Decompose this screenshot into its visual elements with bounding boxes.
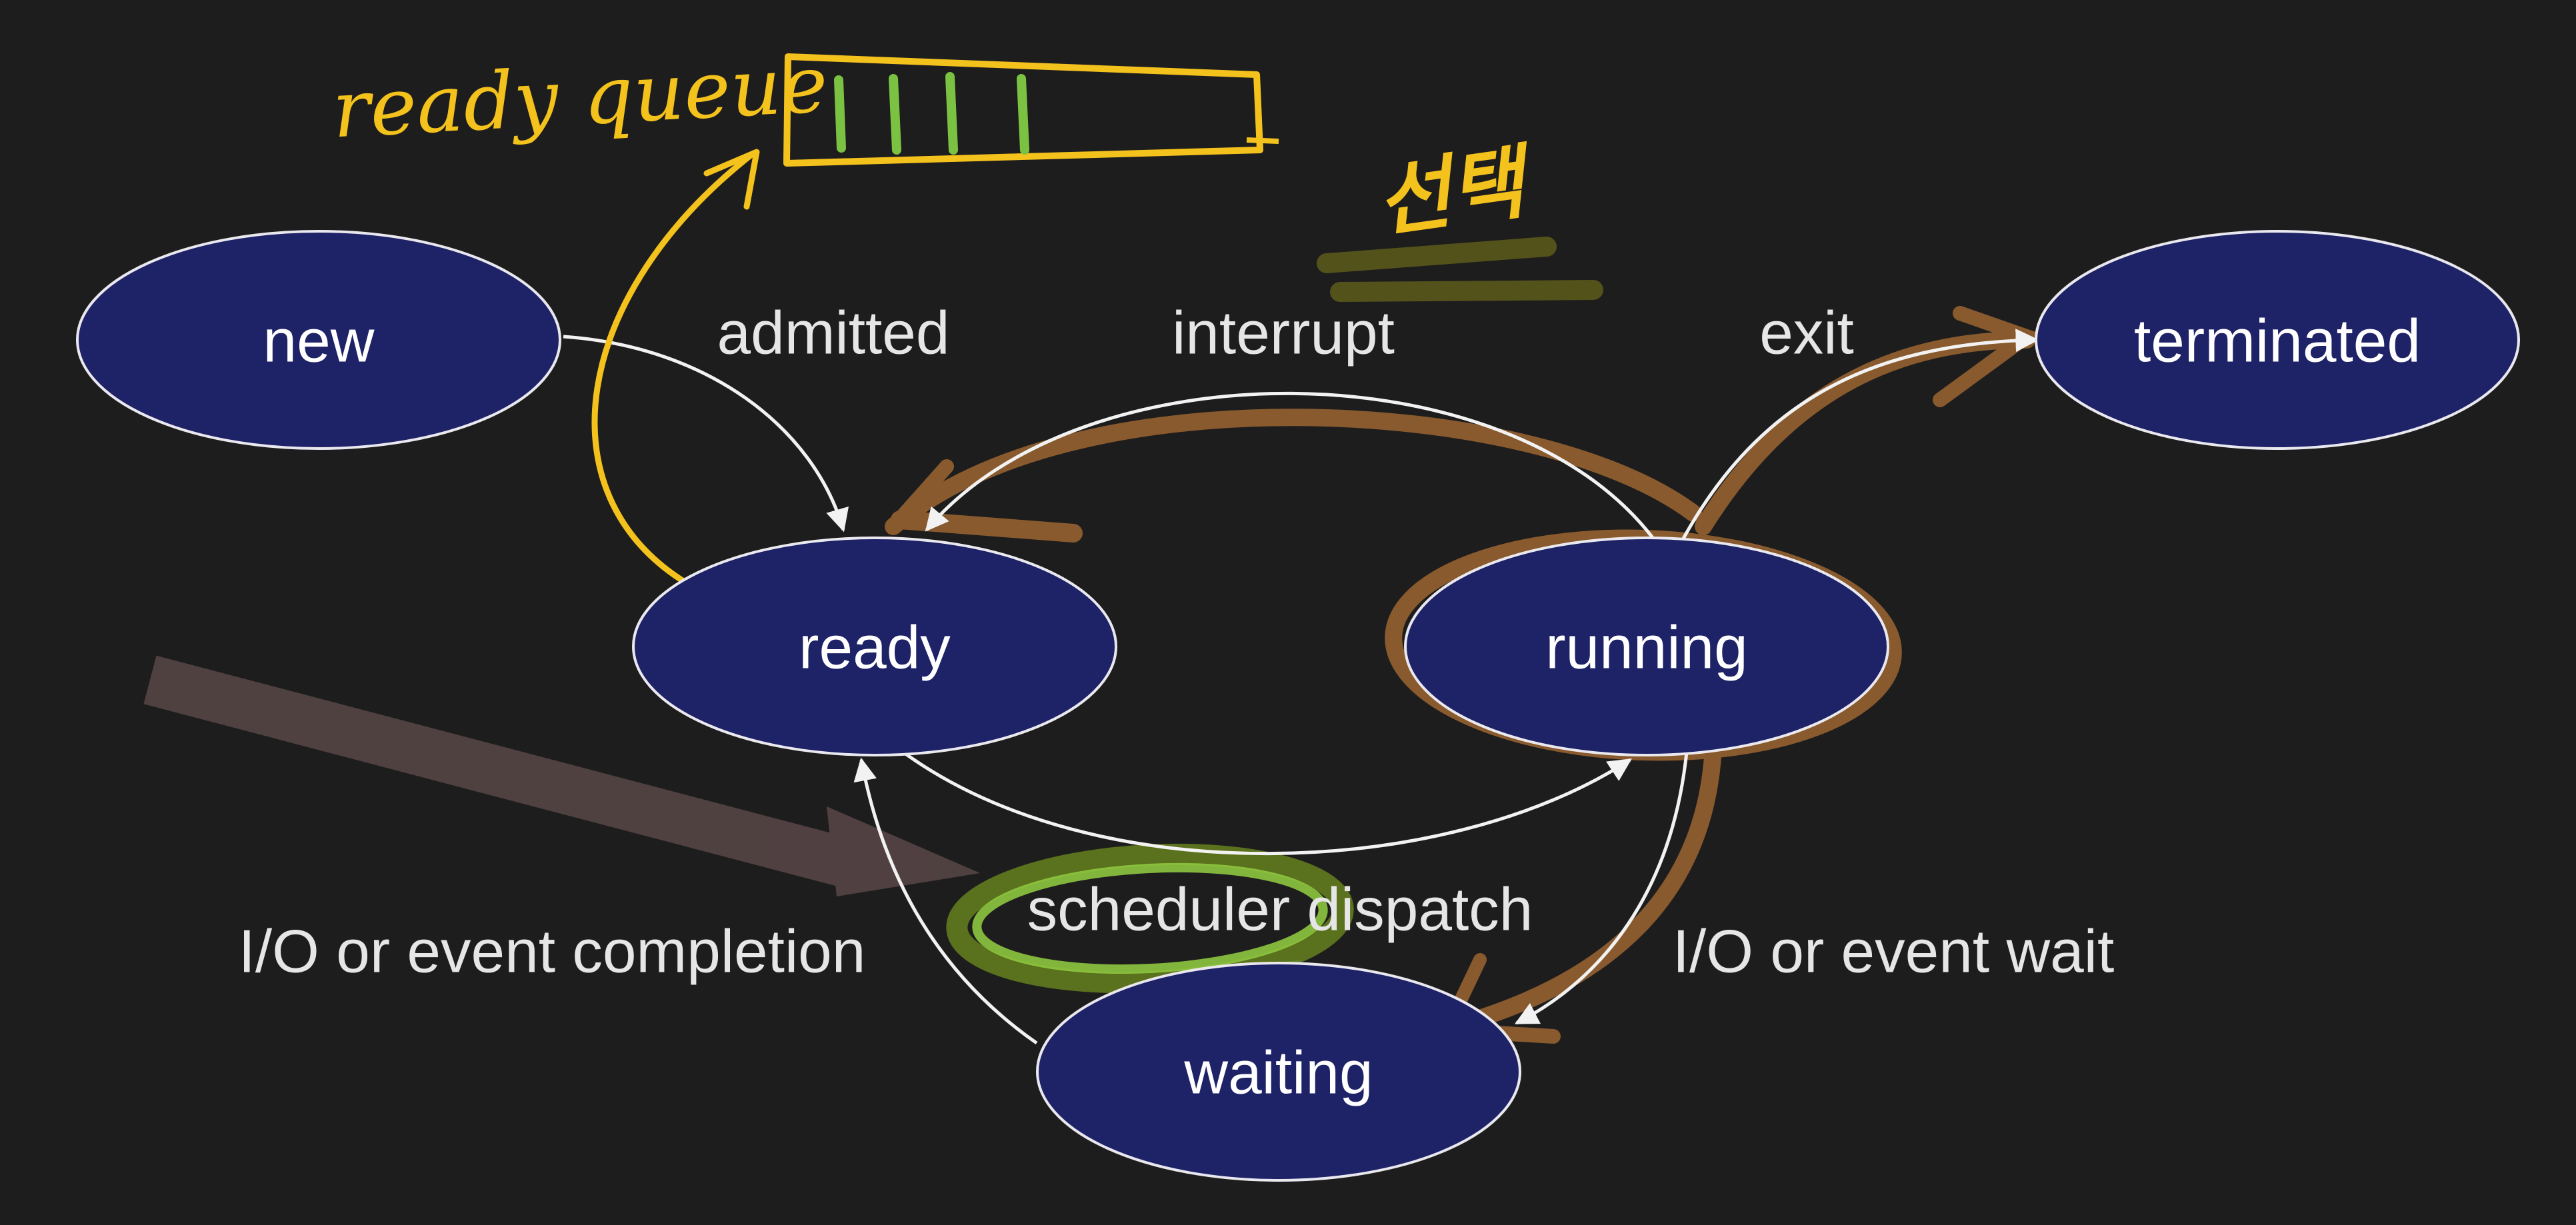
state-waiting: waiting [1036, 962, 1521, 1182]
state-waiting-label: waiting [1183, 1040, 1373, 1107]
label-io-wait: I/O or event wait [1673, 918, 2115, 986]
ready-queue-arrow [591, 150, 757, 587]
arrow-exit [1681, 329, 2039, 540]
state-ready: ready [632, 537, 1117, 756]
ready-queue-label: ready queue [330, 38, 830, 156]
label-scheduler-dispatch: scheduler dispatch [1027, 876, 1533, 944]
selection-label: 선택 [1371, 134, 1539, 249]
arrow-scheduler-dispatch [899, 748, 1632, 856]
label-admitted: admitted [717, 300, 949, 367]
label-exit: exit [1759, 300, 1854, 367]
arrow-io-completion [853, 757, 1038, 1045]
state-terminated: terminated [2035, 230, 2520, 450]
arrow-interrupt [925, 391, 1655, 540]
ready-queue-box [783, 53, 1263, 167]
state-ready-label: ready [799, 614, 951, 682]
queue-slots [834, 72, 1029, 155]
state-terminated-label: terminated [2134, 308, 2421, 375]
selection-underline [1317, 237, 1603, 302]
transition-labels: admitted interrupt exit scheduler dispat… [239, 300, 2115, 986]
state-running-label: running [1545, 614, 1748, 682]
state-new-label: new [263, 308, 375, 375]
arrow-admitted [563, 335, 849, 533]
label-interrupt: interrupt [1172, 300, 1395, 367]
transition-arrows [563, 329, 2039, 1045]
arrow-io-wait [1514, 751, 1689, 1025]
state-running: running [1404, 537, 1889, 756]
state-new: new [76, 230, 561, 450]
label-io-completion: I/O or event completion [239, 918, 866, 986]
mauve-pointer-highlight [143, 655, 980, 896]
